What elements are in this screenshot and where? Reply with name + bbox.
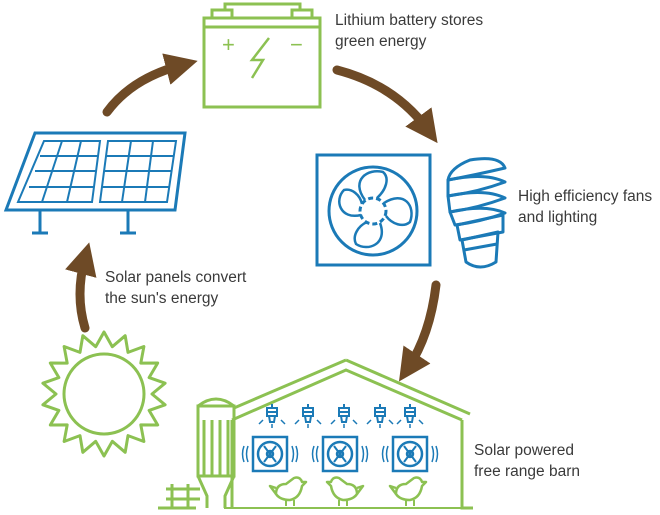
- barn-fan-icon: [311, 435, 369, 473]
- chicken-icon: [388, 476, 428, 506]
- light-bulb-icon: [446, 157, 507, 269]
- battery-caption-line-2: green energy: [335, 33, 427, 50]
- panels-caption: Solar panels convert the sun's energy: [105, 267, 246, 309]
- chicken-icon: [268, 476, 308, 506]
- barn-fans: [241, 435, 439, 473]
- arrow-icon-fans-to-barn: [399, 280, 441, 382]
- silo-icon: [196, 397, 236, 508]
- fence: [166, 484, 200, 508]
- battery-icon: + −: [202, 2, 322, 109]
- chicken-icon: [325, 476, 365, 506]
- ceiling-lamps: [258, 404, 424, 428]
- lamp-icon: [366, 404, 394, 428]
- fans-caption-line-2: and lighting: [518, 209, 598, 226]
- battery-caption-line-1: Lithium battery stores: [335, 12, 484, 29]
- chickens: [268, 476, 428, 506]
- fan-icon: [315, 153, 432, 267]
- lamp-icon: [396, 404, 424, 428]
- barn-icon: [158, 358, 473, 510]
- panels-caption-line-1: Solar panels convert: [105, 269, 247, 286]
- lamp-icon: [330, 404, 358, 428]
- sun-rays: [41, 330, 167, 458]
- lightning-bolt-icon: [249, 37, 270, 79]
- lamp-icon: [294, 404, 322, 428]
- arrow-icon-sun-to-panels: [65, 242, 97, 333]
- fans-caption: High efficiency fans and lighting: [518, 186, 652, 228]
- sun-icon: [41, 330, 167, 458]
- arrow-icon-battery-to-fans: [332, 65, 438, 144]
- lamp-icon: [258, 404, 286, 428]
- solar-panel-icon: [3, 131, 187, 235]
- barn-caption: Solar powered free range barn: [474, 440, 580, 482]
- barn-fan-icon: [241, 435, 299, 473]
- arrow-icon-panels-to-battery: [102, 53, 198, 117]
- barn-caption-line-2: free range barn: [474, 463, 580, 480]
- arrows: [65, 53, 441, 382]
- barn-fan-icon: [381, 435, 439, 473]
- fans-caption-line-1: High efficiency fans: [518, 188, 653, 205]
- panels-caption-line-2: the sun's energy: [105, 290, 219, 307]
- battery-minus-sign: −: [290, 32, 303, 57]
- battery-plus-sign: +: [222, 32, 235, 57]
- barn-caption-line-1: Solar powered: [474, 442, 574, 459]
- battery-caption: Lithium battery stores green energy: [335, 10, 483, 52]
